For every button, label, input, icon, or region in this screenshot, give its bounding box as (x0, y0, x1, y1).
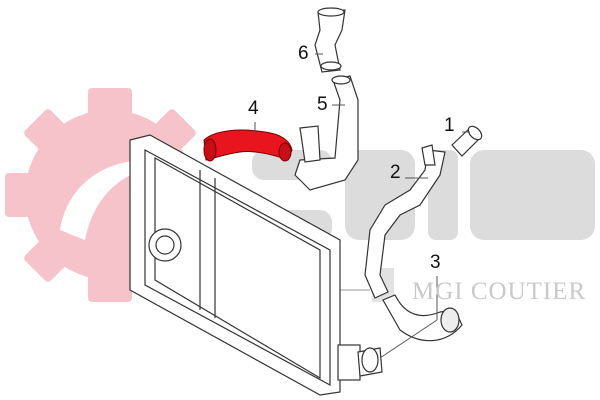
hose-4-highlighted (203, 129, 293, 162)
watermark-tagline: MGI COUTIER (412, 278, 587, 305)
hose-2 (364, 144, 446, 299)
hose-1 (451, 125, 483, 157)
callout-6: 6 (298, 43, 309, 64)
lower-pipe (357, 347, 383, 377)
callout-3: 3 (430, 252, 441, 273)
callout-4: 4 (248, 98, 259, 119)
hose-6 (314, 7, 346, 73)
intercooler (129, 134, 361, 396)
callout-1: 1 (444, 115, 455, 136)
callout-5: 5 (317, 94, 328, 115)
leader-lines (254, 53, 470, 359)
hose-3 (382, 294, 463, 342)
callout-2: 2 (390, 162, 401, 183)
